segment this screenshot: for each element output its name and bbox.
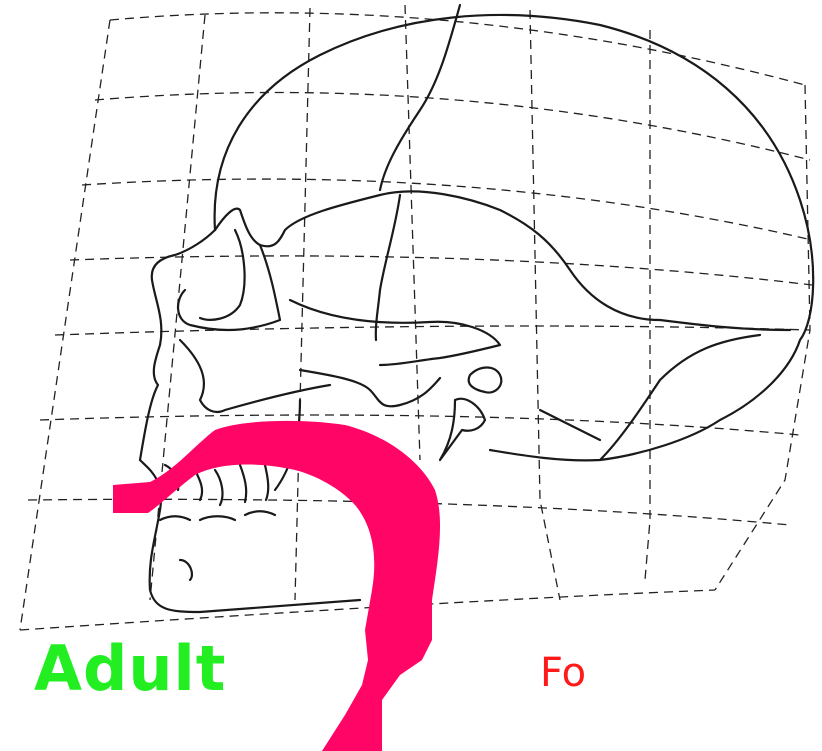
- skull-outline: [140, 5, 813, 612]
- fo-label: Fo: [540, 653, 586, 693]
- adult-label: Adult: [34, 638, 226, 700]
